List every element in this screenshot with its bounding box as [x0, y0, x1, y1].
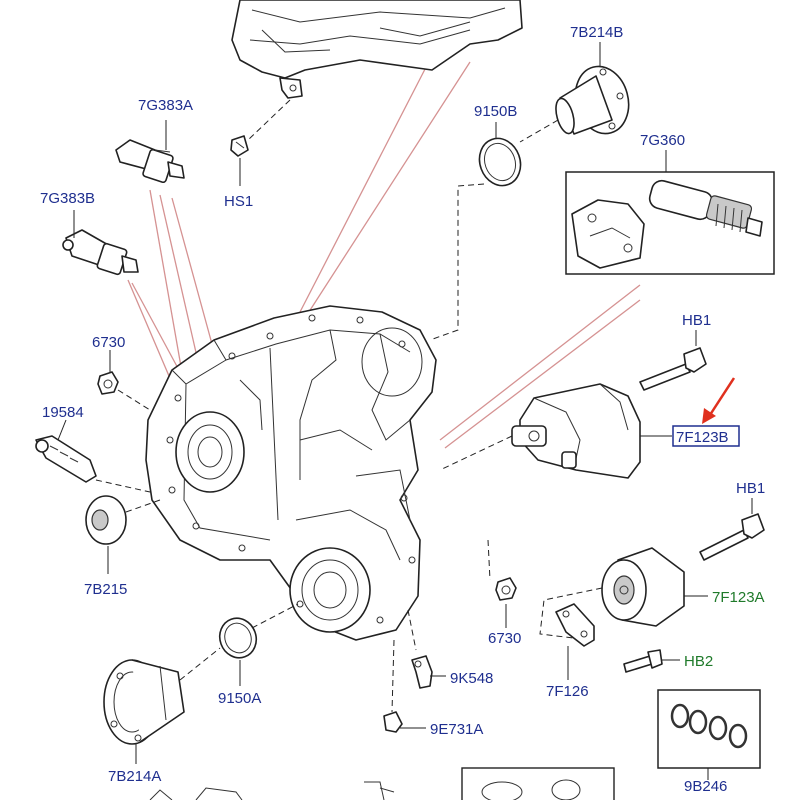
label-7g383b: 7G383B [40, 190, 95, 207]
label-hb1-top: HB1 [682, 312, 711, 329]
solenoid-7g383a [115, 120, 185, 184]
housing-bolt-heads [166, 314, 416, 624]
bolt-hb2 [623, 649, 680, 673]
top-cover-part [231, 0, 523, 141]
bolt-hb1-mid [699, 498, 765, 561]
hs1-bolt [230, 135, 249, 186]
bottom-partial-parts [149, 767, 615, 800]
sensor-9e731a [383, 639, 426, 733]
sensor-9k548 [407, 609, 446, 689]
label-9k548: 9K548 [450, 670, 493, 687]
nut-6730-bottom [487, 539, 517, 628]
label-7f123a: 7F123A [712, 589, 765, 606]
label-9150b: 9150B [474, 103, 517, 120]
label-hs1: HS1 [224, 193, 253, 210]
label-19584: 19584 [42, 404, 84, 421]
bracket-7f126 [555, 603, 595, 680]
bolt-hb1-top [639, 330, 707, 391]
transfer-case-housing [145, 305, 437, 641]
seal-9150b [429, 122, 522, 341]
solenoid-7g383b [62, 210, 139, 276]
label-7f126: 7F126 [546, 683, 589, 700]
flange-7b214a [103, 647, 221, 764]
label-7g383a: 7G383A [138, 97, 193, 114]
label-7f123b: 7F123B [676, 429, 729, 446]
label-7b215: 7B215 [84, 581, 127, 598]
label-9e731a: 9E731A [430, 721, 483, 738]
callout-lines [127, 39, 641, 449]
seal-7b215 [85, 495, 161, 574]
flange-7b214b [519, 42, 630, 143]
label-7b214b: 7B214B [570, 24, 623, 41]
part-labels: 7G383A 7G383B HS1 7B214B 9150B 7G360 673… [40, 24, 765, 795]
o-ring-set-9b246 [657, 689, 761, 780]
label-7g360: 7G360 [640, 132, 685, 149]
label-hb2: HB2 [684, 653, 713, 670]
seal-9150a [218, 603, 299, 686]
label-6730-bottom: 6730 [488, 630, 521, 647]
highlight-arrow [702, 377, 736, 424]
label-7b214a: 7B214A [108, 768, 161, 785]
label-hb1-mid: HB1 [736, 480, 765, 497]
nut-6730-top [97, 350, 151, 411]
highlight-box-7f123b [672, 425, 740, 447]
pump-7f123a [539, 547, 708, 641]
actuator-7g360-box [565, 150, 775, 275]
breather-19584 [35, 419, 151, 493]
motor-7f123b [439, 383, 672, 479]
label-9150a: 9150A [218, 690, 261, 707]
label-9b246: 9B246 [684, 778, 727, 795]
label-6730-top: 6730 [92, 334, 125, 351]
